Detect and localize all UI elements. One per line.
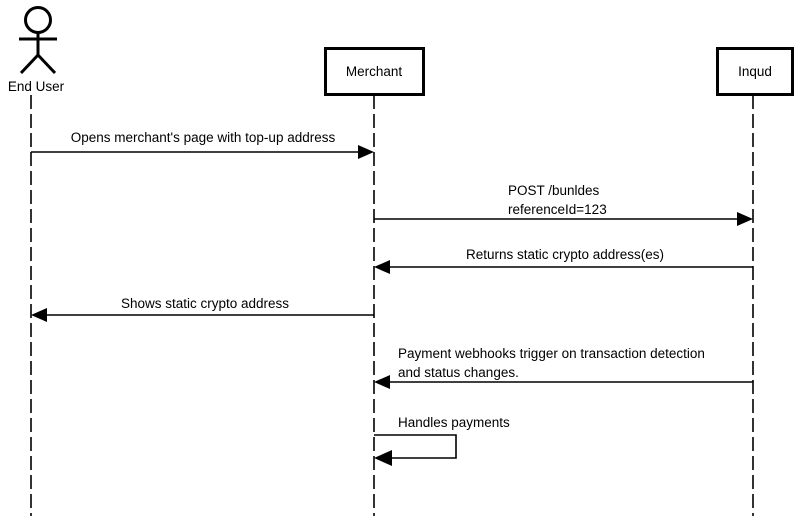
message-label-line-2: referenceId=123 [508, 202, 607, 217]
message-label: Handles payments [398, 415, 510, 430]
self-message-path [374, 434, 457, 459]
message-label: Returns static crypto address(es) [466, 247, 664, 262]
message-label-line-2: and status changes. [398, 365, 519, 380]
message-label-line-1: POST /bunldes [508, 183, 600, 198]
message-label: Shows static crypto address [121, 296, 289, 311]
arrowhead-left-icon [374, 450, 392, 466]
participant-end-user[interactable]: End User [8, 6, 65, 95]
arrowhead-left-icon [374, 375, 390, 389]
participant-box-merchant [324, 47, 425, 96]
participant-label-inqud: Inqud [738, 64, 772, 79]
lifelines-group [30, 95, 754, 516]
message-label: Opens merchant's page with top-up addres… [71, 130, 336, 145]
arrowhead-left-icon [374, 260, 390, 274]
participant-box-inqud [716, 47, 794, 96]
arrowhead-right-icon [737, 212, 753, 226]
participant-label-end-user: End User [8, 79, 65, 94]
participant-inqud[interactable]: Inqud [716, 47, 794, 96]
actor-head-icon [24, 6, 52, 34]
arrowhead-left-icon [31, 308, 47, 322]
message-payment-webhooks[interactable]: Payment webhooks trigger on transaction … [374, 346, 753, 389]
message-handles-payments[interactable]: Handles payments [374, 415, 510, 466]
actor-leg-right-icon [36, 53, 57, 75]
message-post-bundles[interactable]: POST /bunldes referenceId=123 [374, 183, 753, 226]
message-label-line-1: Payment webhooks trigger on transaction … [398, 346, 705, 361]
message-opens-merchant-page[interactable]: Opens merchant's page with top-up addres… [31, 130, 374, 159]
participant-merchant[interactable]: Merchant [324, 47, 425, 96]
arrowhead-right-icon [358, 145, 374, 159]
message-returns-static-crypto-address[interactable]: Returns static crypto address(es) [374, 247, 753, 274]
actor-leg-left-icon [19, 53, 40, 75]
participant-label-merchant: Merchant [346, 64, 403, 79]
message-shows-static-crypto-address[interactable]: Shows static crypto address [31, 296, 374, 322]
